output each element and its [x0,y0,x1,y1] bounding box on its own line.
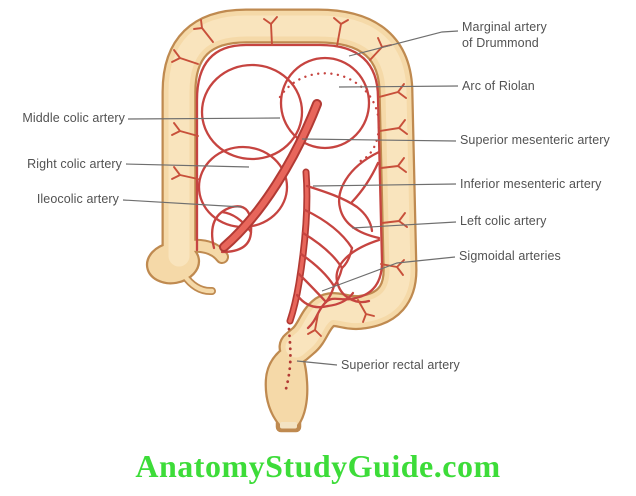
label-inferior-mesenteric-artery: Inferior mesenteric artery [460,177,602,191]
label-marginal-artery-of-drummond: Marginal artery of Drummond [462,20,547,50]
label-ileocolic-artery: Ileocolic artery [36,192,119,206]
leader-sigmoidal [321,256,456,292]
appendix-fill [181,272,215,294]
leader-lines [122,30,459,366]
leader-middle-colic [127,117,281,120]
middle-colic-arcade-loop [279,56,371,150]
sigmoidal-arteries-path [295,208,355,309]
arc-of-riolan-path [278,72,380,165]
superior-mesenteric-artery-core [221,101,320,250]
inferior-mesenteric-artery-core [288,170,309,323]
label-right-colic-artery: Right colic artery [27,157,122,171]
middle-colic-arcade-loop [200,63,304,161]
leader-left-colic [351,221,457,229]
leader-marginal-artery [348,30,459,57]
label-superior-mesenteric-artery: Superior mesenteric artery [460,133,610,147]
leader-ileocolic [122,199,243,208]
label-arc-of-riolan: Arc of Riolan [462,79,535,93]
label-superior-rectal-artery: Superior rectal artery [341,358,460,372]
left-colic-artery-path [305,184,374,233]
leader-arc-of-riolan [338,85,459,88]
left-colic-arcade [338,150,381,240]
left-colic-artery-branch [350,161,380,204]
leader-inferior-mesenteric [312,183,457,187]
label-left-colic-artery: Left colic artery [460,214,547,228]
label-sigmoidal-arteries: Sigmoidal arteries [459,249,561,263]
leader-superior-mesenteric [301,138,457,142]
label-middle-colic-artery: Middle colic artery [22,111,125,125]
rectum-cut-end-fill [280,422,297,429]
leader-right-colic [125,163,250,168]
colon-frame-fill [163,10,416,363]
arteries [195,43,384,395]
vasa-recta-twigs [171,16,408,337]
ileocolic-artery-loops [210,205,253,254]
rectum-fill [266,344,307,428]
leader-superior-rectal [296,360,338,366]
watermark-anatomystudyguide: AnatomyStudyGuide.com [135,448,501,484]
